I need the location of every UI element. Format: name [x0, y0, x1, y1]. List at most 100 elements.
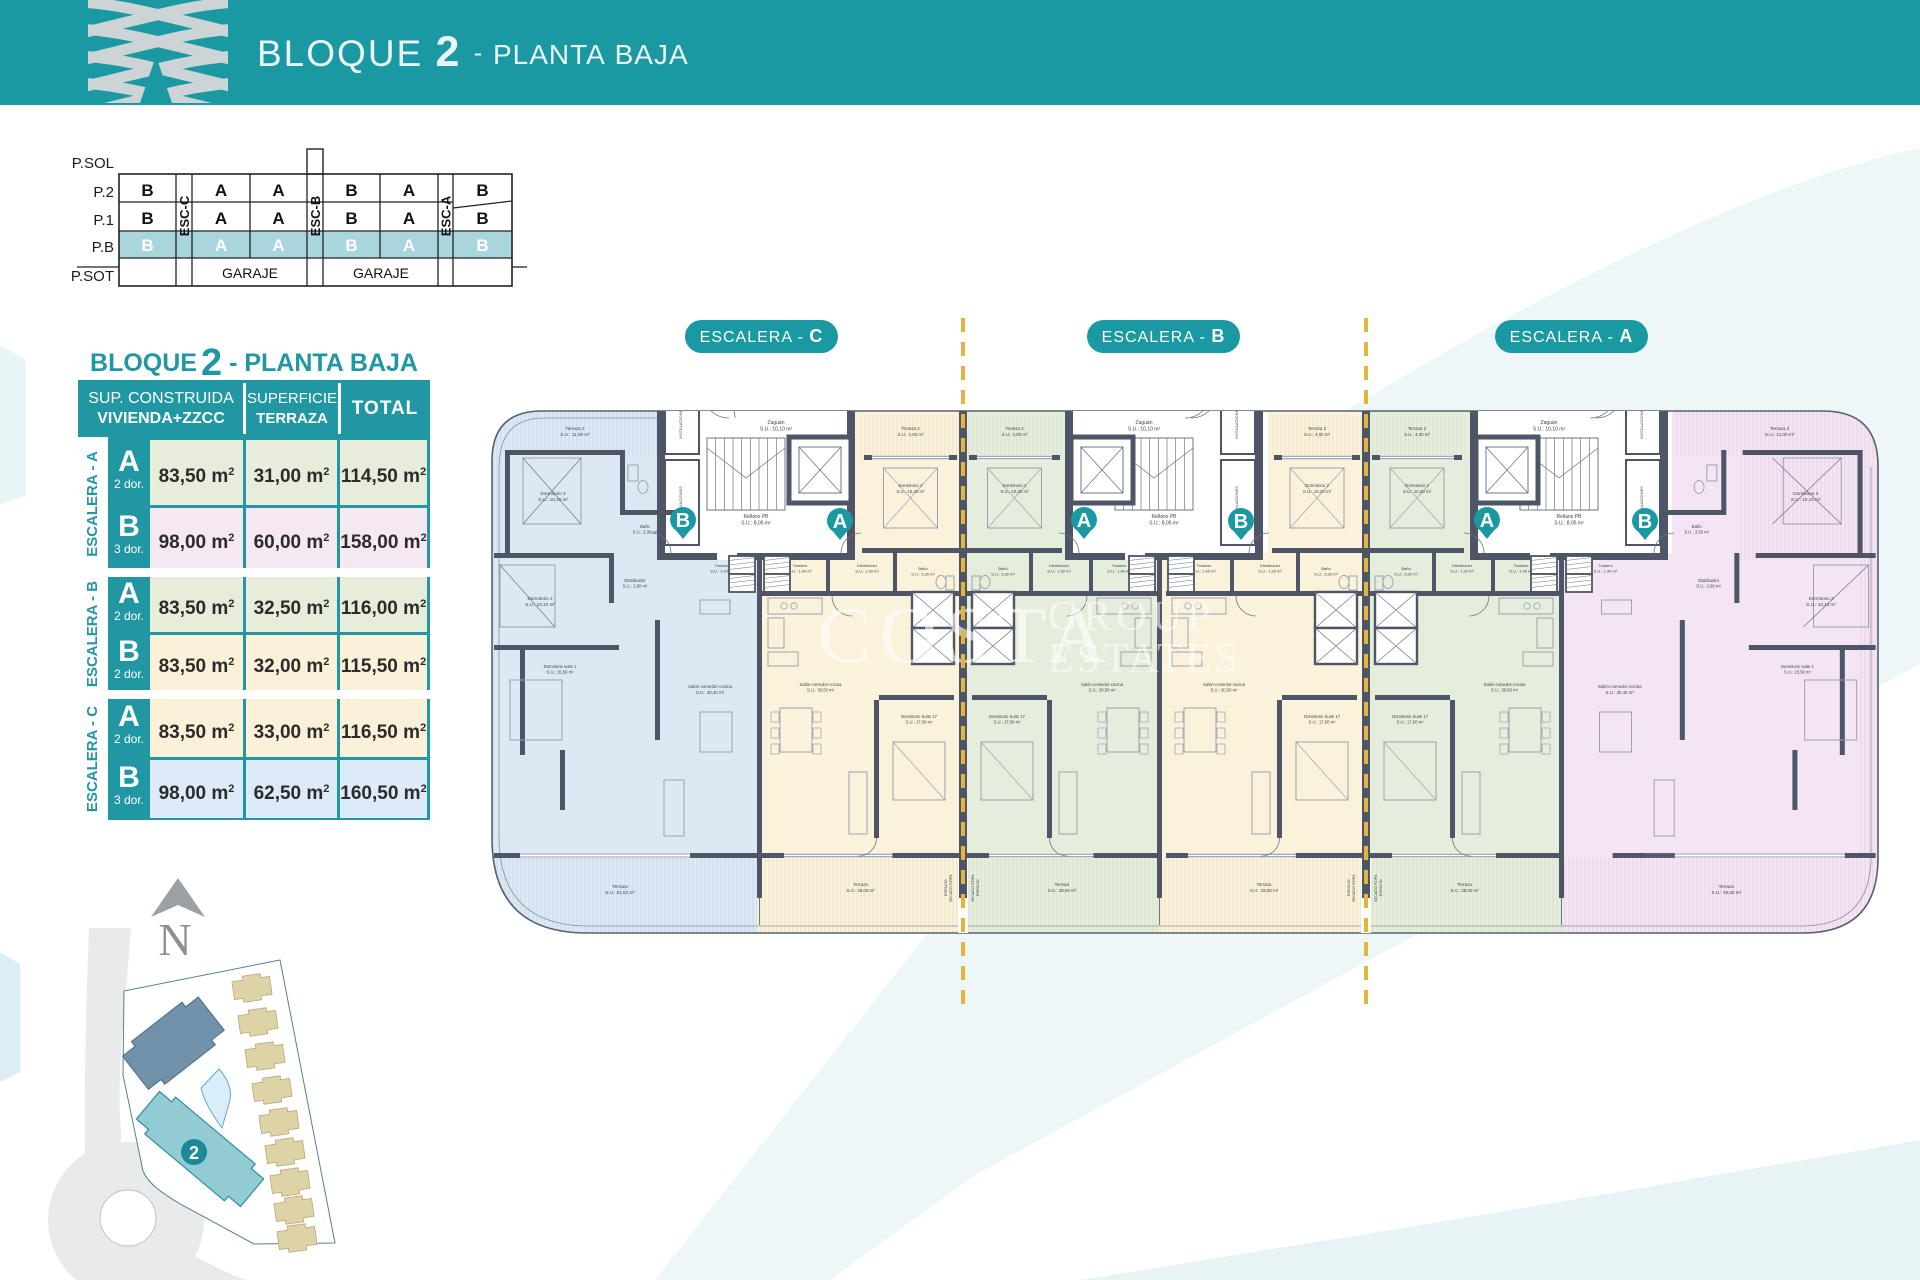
svg-text:Terraza: Terraza	[1457, 882, 1472, 887]
svg-text:S.U.: 1,90 m²: S.U.: 1,90 m²	[1047, 568, 1071, 573]
svg-text:S.U.: 30,40 m²: S.U.: 30,40 m²	[696, 690, 725, 695]
svg-text:Salón-comedor-cocina: Salón-comedor-cocina	[1081, 682, 1124, 687]
svg-text:Baño: Baño	[918, 566, 928, 571]
svg-text:ESPACIO: ESPACIO	[944, 879, 948, 896]
svg-text:S.U.: 49,50 m²: S.U.: 49,50 m²	[1712, 890, 1742, 895]
svg-text:Dormitorio suite 1: Dormitorio suite 1	[544, 664, 577, 669]
svg-text:Dormitorio suite 1: Dormitorio suite 1	[1781, 664, 1814, 669]
svg-text:Trastero: Trastero	[715, 563, 731, 568]
svg-text:B: B	[141, 181, 153, 200]
svg-text:Dormitorio 2: Dormitorio 2	[1405, 483, 1429, 488]
svg-text:S.U.: 15,50 m²: S.U.: 15,50 m²	[547, 670, 575, 675]
svg-text:Zaguán: Zaguán	[768, 420, 785, 426]
svg-text:S.U.: 30,50 m²: S.U.: 30,50 m²	[807, 688, 835, 693]
svg-text:Dormitorio Suite 17: Dormitorio Suite 17	[901, 714, 938, 719]
svg-text:A: A	[272, 209, 284, 228]
svg-text:B: B	[476, 181, 488, 200]
svg-text:S.U.: 10,20 m²: S.U.: 10,20 m²	[1403, 489, 1432, 494]
svg-text:P.SOL: P.SOL	[72, 155, 114, 172]
svg-text:S.U.: 2,80 m²: S.U.: 2,80 m²	[1696, 584, 1721, 589]
svg-text:S.U.: 1,40 m²: S.U.: 1,40 m²	[1107, 568, 1131, 573]
svg-text:Rellano PB: Rellano PB	[1151, 514, 1177, 520]
svg-text:P.1: P.1	[93, 212, 114, 229]
svg-text:Terraza: Terraza	[853, 882, 868, 887]
svg-text:ESPACIO: ESPACIO	[1379, 879, 1383, 896]
svg-text:Terraza: Terraza	[612, 884, 628, 889]
svg-text:Rellano PB: Rellano PB	[743, 514, 769, 520]
svg-text:S.U.: 8,05 m²: S.U.: 8,05 m²	[741, 520, 771, 526]
svg-text:S.U.: 1,90 m²: S.U.: 1,90 m²	[1450, 568, 1474, 573]
svg-text:Trastero: Trastero	[793, 563, 809, 568]
svg-text:Trastero: Trastero	[1598, 563, 1614, 568]
svg-text:ESPACIO: ESPACIO	[1347, 879, 1351, 896]
svg-text:B: B	[345, 236, 357, 255]
svg-text:GROUP: GROUP	[1048, 594, 1215, 640]
svg-text:S.U.: 28,00 m²: S.U.: 28,00 m²	[1048, 888, 1077, 893]
svg-text:Terraza 2: Terraza 2	[1770, 426, 1790, 431]
svg-text:S.U.: 3,30 m²: S.U.: 3,30 m²	[911, 571, 935, 576]
svg-text:Rellano PB: Rellano PB	[1556, 514, 1582, 520]
svg-text:Dormitorio 2: Dormitorio 2	[899, 483, 923, 488]
svg-text:Dormitorio Suite 17: Dormitorio Suite 17	[989, 714, 1026, 719]
svg-text:A: A	[403, 236, 415, 255]
svg-text:S.U.: 2,80 m²: S.U.: 2,80 m²	[623, 584, 648, 589]
svg-text:Trastero: Trastero	[1112, 563, 1128, 568]
svg-text:A: A	[215, 209, 227, 228]
svg-text:P.2: P.2	[93, 184, 114, 201]
svg-text:A: A	[215, 181, 227, 200]
svg-text:Terraza: Terraza	[1055, 882, 1070, 887]
svg-text:A: A	[833, 511, 847, 533]
svg-text:Trastero: Trastero	[1197, 563, 1213, 568]
svg-text:S.U.: 30,40 m²: S.U.: 30,40 m²	[1606, 690, 1635, 695]
svg-text:Dormitorio Suite 17: Dormitorio Suite 17	[1304, 714, 1341, 719]
svg-text:B: B	[676, 510, 690, 532]
svg-text:S.U.: 30,50 m²: S.U.: 30,50 m²	[1211, 688, 1239, 693]
svg-text:S.U.: 1,40 m²: S.U.: 1,40 m²	[1192, 568, 1216, 573]
svg-text:INSTALACIONES: INSTALACIONES	[1234, 407, 1239, 439]
svg-text:SECADO ROPA: SECADO ROPA	[971, 874, 975, 902]
svg-text:S.U.: 3,30 m²: S.U.: 3,30 m²	[1684, 530, 1709, 535]
svg-text:B: B	[141, 236, 153, 255]
svg-text:Dormitorio 3: Dormitorio 3	[1793, 491, 1818, 496]
svg-text:Distribuidor: Distribuidor	[1260, 563, 1281, 568]
svg-text:Distribuidor: Distribuidor	[857, 563, 878, 568]
svg-text:S.U.: 1,40 m²: S.U.: 1,40 m²	[710, 568, 734, 573]
svg-text:Zaguán: Zaguán	[1541, 420, 1558, 426]
svg-text:S.U.: 28,00 m²: S.U.: 28,00 m²	[846, 888, 875, 893]
svg-text:Dormitorio 2: Dormitorio 2	[1305, 483, 1329, 488]
svg-text:B: B	[345, 181, 357, 200]
svg-text:ESPACIO: ESPACIO	[976, 879, 980, 896]
svg-text:Dormitorio Suite 17: Dormitorio Suite 17	[1392, 714, 1429, 719]
svg-text:S.U.: 8,05 m²: S.U.: 8,05 m²	[1554, 520, 1584, 526]
svg-text:INSTALACIONES: INSTALACIONES	[678, 407, 683, 439]
svg-text:S.U.: 4,00 m²: S.U.: 4,00 m²	[1304, 432, 1330, 437]
svg-text:Baño: Baño	[640, 524, 650, 529]
svg-text:Terraza: Terraza	[1719, 884, 1735, 889]
svg-text:INSTALACIONES: INSTALACIONES	[1234, 486, 1239, 518]
svg-text:S.U.: 10,20 m²: S.U.: 10,20 m²	[896, 489, 925, 494]
svg-text:P.SOT: P.SOT	[71, 268, 114, 285]
svg-text:A: A	[215, 236, 227, 255]
svg-text:SECADO ROPA: SECADO ROPA	[949, 874, 953, 902]
svg-text:Salón-comedor-cocina: Salón-comedor-cocina	[800, 682, 843, 687]
svg-text:Baño: Baño	[998, 566, 1008, 571]
svg-text:Terraza 2: Terraza 2	[1308, 426, 1327, 431]
svg-text:N: N	[158, 914, 191, 965]
svg-text:Terraza: Terraza	[1257, 882, 1272, 887]
svg-text:S.U.: 3,30 m²: S.U.: 3,30 m²	[1314, 571, 1338, 576]
svg-text:S.U.: 4,00 m²: S.U.: 4,00 m²	[898, 432, 924, 437]
svg-text:S.U.: 51,52 m²: S.U.: 51,52 m²	[605, 890, 635, 895]
svg-text:Baño: Baño	[1401, 566, 1411, 571]
svg-text:S.U.: 1,40 m²: S.U.: 1,40 m²	[1509, 568, 1533, 573]
svg-text:SECADO ROPA: SECADO ROPA	[1374, 874, 1378, 902]
svg-text:A: A	[272, 236, 284, 255]
svg-text:INSTALACIONES: INSTALACIONES	[678, 486, 683, 518]
svg-text:S.U.: 28,00 m²: S.U.: 28,00 m²	[1450, 888, 1479, 893]
svg-text:S.U.: 10,20 m²: S.U.: 10,20 m²	[1000, 489, 1029, 494]
svg-text:S.U.: 10,10 m²: S.U.: 10,10 m²	[1791, 497, 1821, 502]
svg-text:B: B	[476, 236, 488, 255]
svg-text:SECADO ROPA: SECADO ROPA	[1352, 874, 1356, 902]
svg-text:Terraza 2: Terraza 2	[565, 426, 585, 431]
svg-text:Terraza 2: Terraza 2	[1408, 426, 1427, 431]
svg-text:S.U.: 10,20 m²: S.U.: 10,20 m²	[1303, 489, 1332, 494]
